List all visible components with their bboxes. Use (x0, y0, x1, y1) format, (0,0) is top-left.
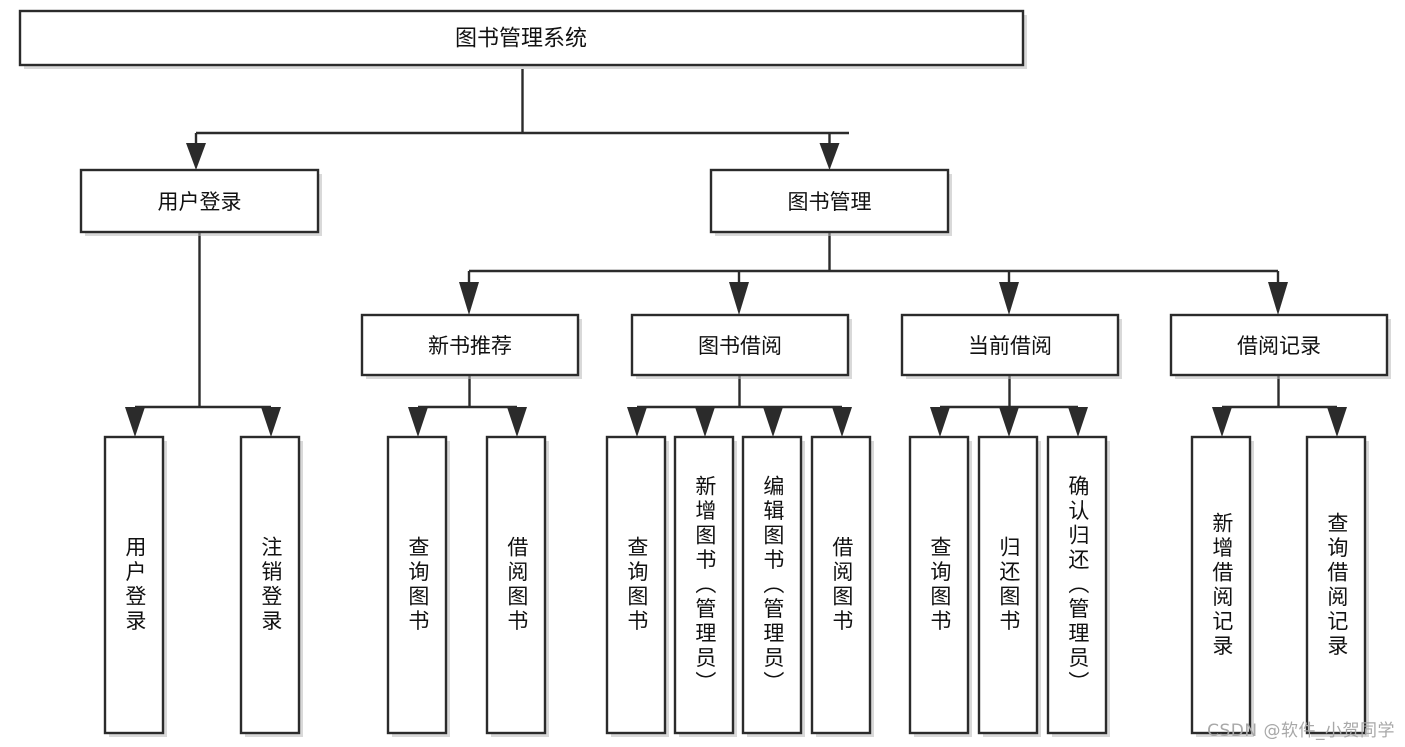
leaf-user-login[interactable] (103, 435, 167, 737)
leaf-query-book-3[interactable] (908, 435, 972, 737)
arrow-head-leaf-edit-book (763, 407, 783, 437)
node-current-borrow-label: 当前借阅 (968, 334, 1052, 358)
leaf-query-record[interactable] (1305, 435, 1369, 737)
node-borrow-record-box[interactable] (1169, 313, 1389, 377)
arrow-head-leaf-query-record (1327, 407, 1347, 437)
node-book-borrow-label: 图书借阅 (698, 334, 782, 358)
node-book-management[interactable]: 图书管理 (709, 168, 952, 236)
node-book-management-box[interactable] (709, 168, 950, 234)
leaf-query-book-2-box[interactable] (605, 435, 667, 735)
leaf-edit-book-box[interactable] (741, 435, 803, 735)
arrow-head-leaf-return-book (999, 407, 1019, 437)
node-book-management-label: 图书管理 (788, 190, 872, 214)
arrow-head-book-borrow (729, 282, 749, 315)
leaf-edit-book[interactable] (741, 435, 805, 737)
leaf-logout[interactable] (239, 435, 303, 737)
leaf-query-book-3-box[interactable] (908, 435, 970, 735)
leaf-user-login-box[interactable] (103, 435, 165, 735)
arrow-head-leaf-query-book-3 (930, 407, 950, 437)
arrow-head-leaf-add-record (1212, 407, 1232, 437)
node-current-borrow[interactable]: 当前借阅 (900, 313, 1122, 379)
csdn-watermark: CSDN @软件_小贺同学 (1207, 721, 1395, 741)
arrow-head-leaf-borrow-book-1 (507, 407, 527, 437)
node-borrow-record-label: 借阅记录 (1237, 334, 1321, 358)
arrow-head-leaf-user-login (125, 407, 145, 437)
node-root-box[interactable] (18, 9, 1025, 67)
node-new-book-recommend-box[interactable] (360, 313, 580, 377)
node-root[interactable]: 图书管理系统 (18, 9, 1027, 69)
leaf-query-book-1[interactable] (386, 435, 450, 737)
node-current-borrow-box[interactable] (900, 313, 1120, 377)
node-borrow-record[interactable]: 借阅记录 (1169, 313, 1391, 379)
leaf-add-book[interactable] (673, 435, 737, 737)
arrow-head-leaf-confirm-return (1068, 407, 1088, 437)
arrow-head-user-login (186, 143, 206, 170)
node-user-login[interactable]: 用户登录 (79, 168, 322, 236)
arrow-head-book-mgmt (819, 143, 840, 170)
leaf-confirm-return[interactable] (1046, 435, 1110, 737)
node-user-login-label: 用户登录 (158, 190, 242, 214)
node-new-book-recommend[interactable]: 新书推荐 (360, 313, 582, 379)
connector-layer (125, 69, 1347, 437)
leaf-query-book-2[interactable] (605, 435, 669, 737)
leaf-confirm-return-box[interactable] (1046, 435, 1108, 735)
leaf-logout-box[interactable] (239, 435, 301, 735)
leaf-borrow-book-1[interactable] (485, 435, 549, 737)
arrow-head-borrow-record (1268, 282, 1288, 315)
arrow-head-leaf-logout (261, 407, 281, 437)
leaf-return-book[interactable] (977, 435, 1041, 737)
leaf-query-book-1-box[interactable] (386, 435, 448, 735)
arrow-head-current-borrow (999, 282, 1019, 315)
arrow-head-leaf-add-book (695, 407, 715, 437)
arrow-head-leaf-query-book-1 (408, 407, 428, 437)
arrow-head-leaf-query-book-2 (627, 407, 647, 437)
node-root-label: 图书管理系统 (455, 27, 587, 52)
leaf-add-book-box[interactable] (673, 435, 735, 735)
leaf-add-record-box[interactable] (1190, 435, 1252, 735)
node-book-borrow-box[interactable] (630, 313, 850, 377)
node-book-borrow[interactable]: 图书借阅 (630, 313, 852, 379)
leaf-borrow-book-2-box[interactable] (810, 435, 872, 735)
arrow-head-leaf-borrow-book-2 (832, 407, 852, 437)
leaf-borrow-book-1-box[interactable] (485, 435, 547, 735)
node-new-book-recommend-label: 新书推荐 (428, 334, 512, 358)
leaf-add-record[interactable] (1190, 435, 1254, 737)
arrow-head-new-book (459, 282, 479, 315)
leaf-borrow-book-2[interactable] (810, 435, 874, 737)
leaf-return-book-box[interactable] (977, 435, 1039, 735)
node-user-login-box[interactable] (79, 168, 320, 234)
leaf-query-record-box[interactable] (1305, 435, 1367, 735)
